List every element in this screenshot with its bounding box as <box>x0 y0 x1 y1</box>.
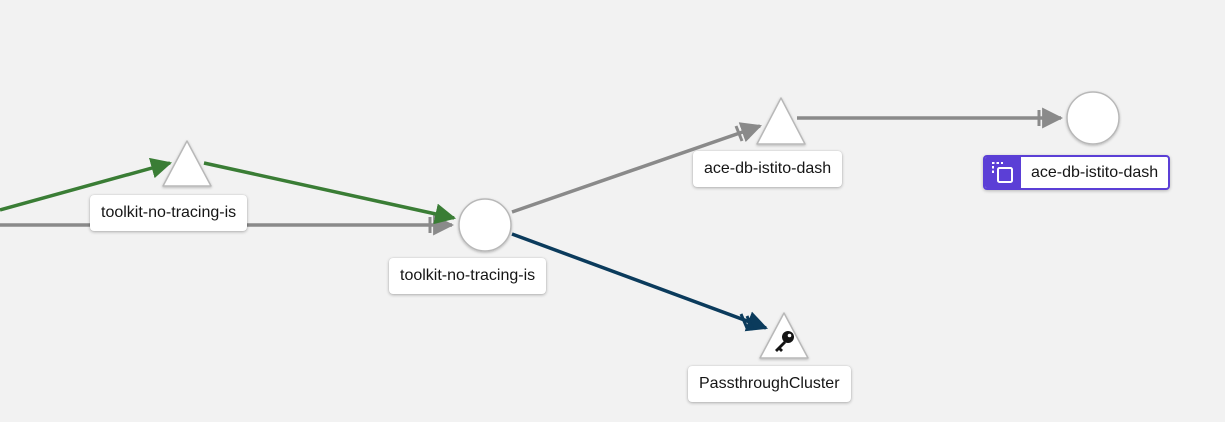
edge-right-service-to-app-node[interactable] <box>797 107 1064 129</box>
app-node-badge[interactable]: ace-db-istito-dash <box>983 155 1171 190</box>
node-label-center-workload[interactable]: toolkit-no-tracing-is <box>389 258 547 294</box>
node-right-service-triangle[interactable] <box>756 97 806 145</box>
node-center-workload-circle[interactable] <box>458 198 512 252</box>
node-app-circle[interactable] <box>1066 91 1120 145</box>
edge-center-workload-to-right-service[interactable] <box>511 122 762 214</box>
node-label-right-service[interactable]: ace-db-istito-dash <box>693 151 843 187</box>
node-label-left-service[interactable]: toolkit-no-tracing-is <box>90 195 248 231</box>
node-label-passthrough[interactable]: PassthroughCluster <box>688 366 851 402</box>
app-box-icon <box>985 157 1021 188</box>
node-left-service-triangle[interactable] <box>162 140 212 187</box>
key-icon <box>775 331 794 352</box>
edge-left-to-left-service[interactable] <box>0 157 173 212</box>
node-label-app: ace-db-istito-dash <box>1031 163 1159 181</box>
edge-center-workload-to-passthrough[interactable] <box>511 232 768 332</box>
edge-left-service-to-center-workload[interactable] <box>203 161 457 225</box>
